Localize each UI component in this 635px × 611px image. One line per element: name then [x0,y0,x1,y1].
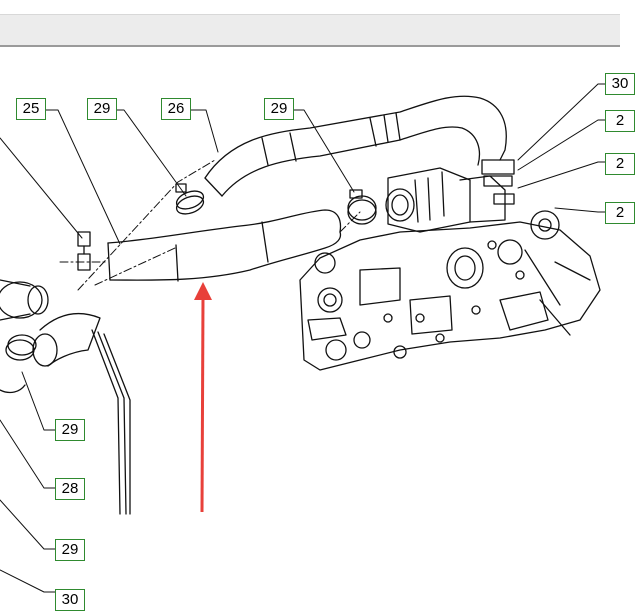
callout-2x-right-c: 2 [605,202,635,224]
main-hose [107,209,342,282]
red-pointer-arrow [194,282,212,513]
callout-29-left-a: 29 [55,419,85,441]
window-top-strip [0,0,620,15]
clamp-turbo [347,189,377,225]
engine-block [299,167,601,371]
leader-lines [0,83,609,593]
callout-2x-right-b: 2 [605,153,635,175]
parts-drawing [0,83,609,593]
callout-2x-right-a: 2 [605,110,635,132]
callout-26: 26 [161,98,191,120]
callout-25: 25 [16,98,46,120]
support-rod [91,329,131,515]
exploded-parts-diagram: 25 29 26 29 30 2 2 2 29 28 29 30 [0,47,635,611]
callout-29-upper-mid: 29 [264,98,294,120]
turbo-brackets [481,159,515,205]
callout-29-upper-left: 29 [87,98,117,120]
callout-29-left-b: 29 [55,539,85,561]
clamp-small [77,231,91,271]
left-intake [0,279,101,394]
toolbar [0,15,620,47]
upper-hose [204,95,507,197]
callout-30-right: 30 [605,73,635,95]
clamp-upper-left [175,183,205,215]
callout-28: 28 [55,478,85,500]
callout-30-bottom: 30 [55,589,85,611]
